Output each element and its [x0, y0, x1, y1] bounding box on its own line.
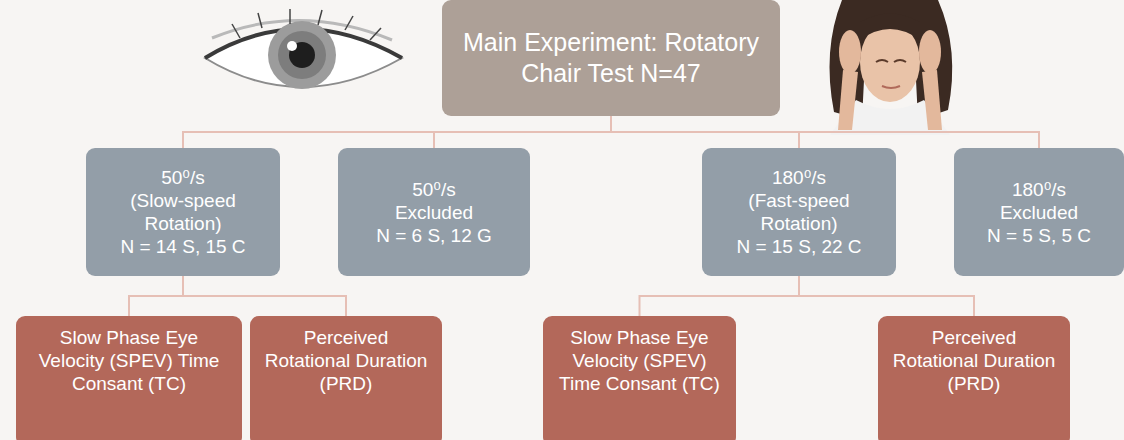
main-experiment-box: Main Experiment: Rotatory Chair Test N=4… — [442, 0, 780, 116]
box-text: 50⁰/s — [161, 166, 205, 189]
woman-headache-illustration — [830, 0, 953, 135]
box-text: N = 5 S, 5 C — [987, 224, 1091, 247]
connector-line — [434, 116, 611, 148]
measure-box: Slow Phase Eye Velocity (SPEV) Time Cons… — [16, 316, 242, 440]
connector-line — [799, 276, 974, 316]
box-text: (Slow-speed Rotation) — [96, 189, 270, 235]
box-text: Perceived Rotational Duration (PRD) — [260, 326, 432, 395]
connector-line — [640, 276, 800, 316]
connector-line — [611, 116, 1039, 148]
connector-line — [183, 116, 611, 148]
connector-line — [183, 276, 346, 316]
measure-box: Slow Phase Eye Velocity (SPEV) Time Cons… — [543, 316, 736, 440]
group-box: 50⁰/s(Slow-speed Rotation)N = 14 S, 15 C — [86, 148, 280, 276]
group-box: 180⁰/s(Fast-speed Rotation)N = 15 S, 22 … — [702, 148, 896, 276]
box-text: Perceived Rotational Duration (PRD) — [888, 326, 1060, 395]
box-text: Excluded — [1000, 201, 1078, 224]
box-text: N = 6 S, 12 G — [376, 224, 492, 247]
box-text: N = 14 S, 15 C — [120, 235, 245, 258]
excluded-box: 50⁰/sExcludedN = 6 S, 12 G — [338, 148, 530, 276]
box-text: Main Experiment: Rotatory Chair Test N=4… — [452, 27, 770, 89]
box-text: N = 15 S, 22 C — [736, 235, 861, 258]
eye-illustration — [205, 9, 402, 89]
box-text: 50⁰/s — [412, 178, 456, 201]
excluded-box: 180⁰/sExcludedN = 5 S, 5 C — [954, 148, 1124, 276]
box-text: 180⁰/s — [772, 166, 826, 189]
connector-line — [129, 276, 183, 316]
measure-box: Perceived Rotational Duration (PRD) — [250, 316, 442, 440]
box-text: Slow Phase Eye Velocity (SPEV) Time Cons… — [26, 326, 232, 395]
box-text: 180⁰/s — [1012, 178, 1066, 201]
box-text: Excluded — [395, 201, 473, 224]
box-text: Slow Phase Eye Velocity (SPEV) Time Cons… — [553, 326, 726, 395]
measure-box: Perceived Rotational Duration (PRD) — [878, 316, 1070, 440]
box-text: (Fast-speed Rotation) — [712, 189, 886, 235]
